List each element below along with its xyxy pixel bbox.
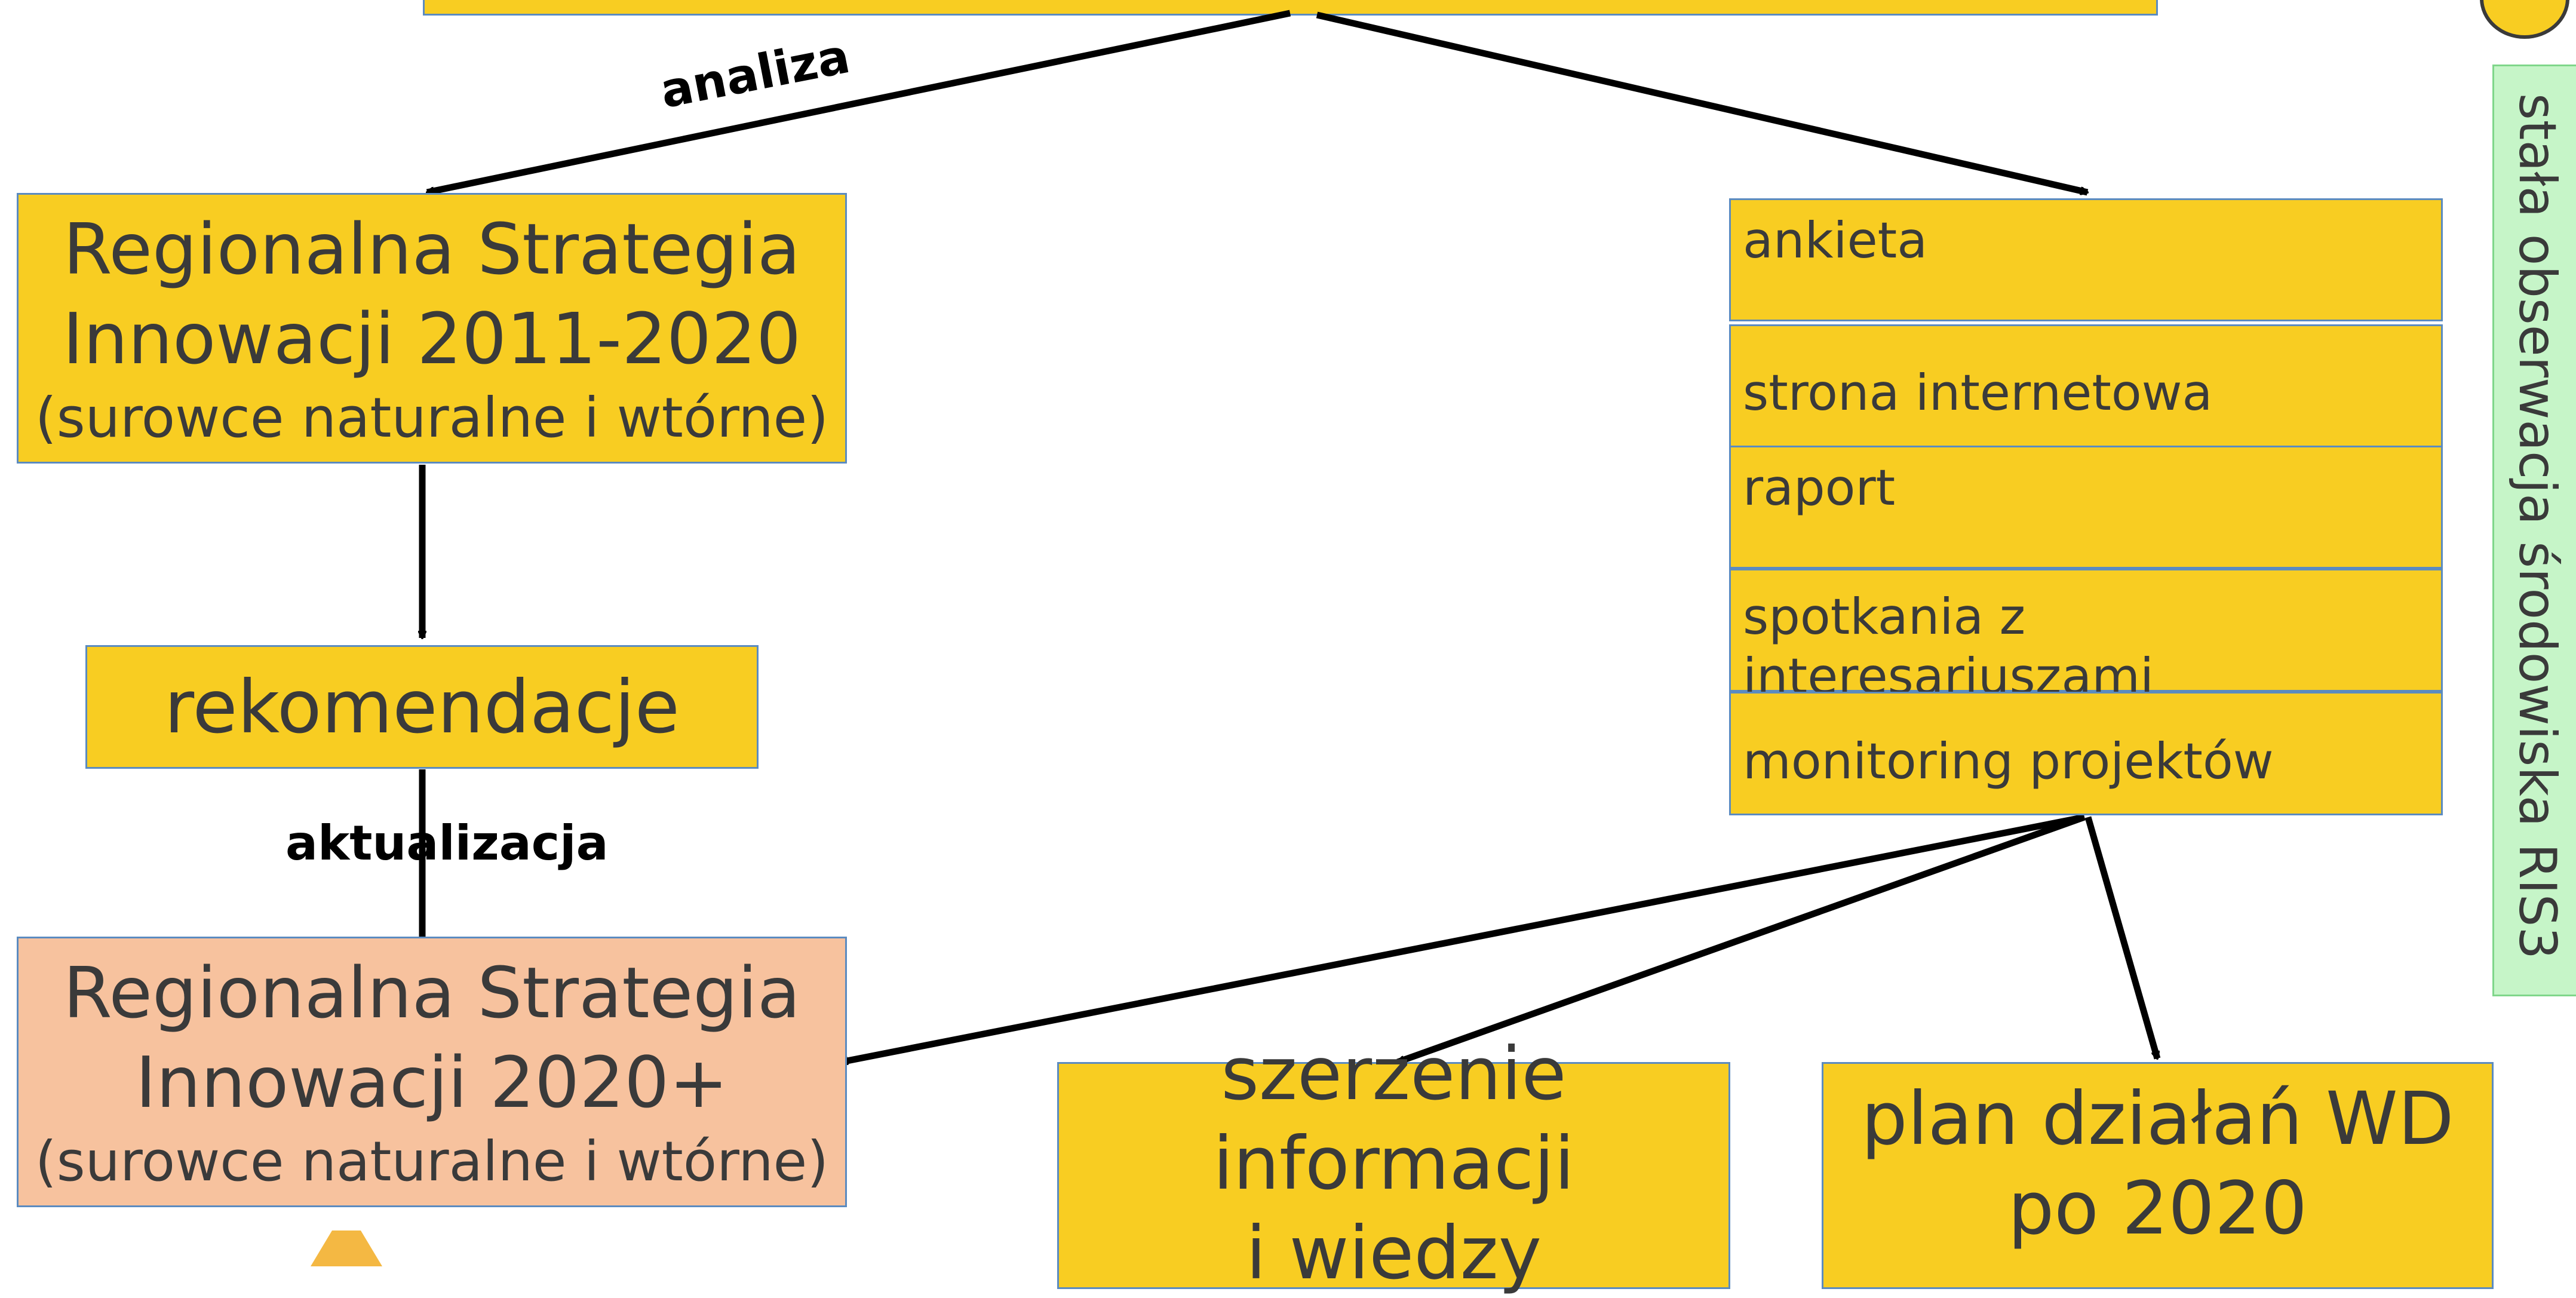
- tool-website-label: strona internetowa: [1743, 364, 2213, 422]
- tool-monitoring: monitoring projektów: [1729, 692, 2443, 815]
- ris-current-line1: Regionalna Strategia: [63, 208, 801, 290]
- tool-report: raport: [1729, 446, 2443, 569]
- ris-future-line3: (surowce naturalne i wtórne): [35, 1130, 829, 1193]
- side-observation-label: stała obserwacja środowiska RIS3: [2507, 93, 2567, 960]
- arrow-tools-to-dissemination: [1398, 814, 2086, 1066]
- dissemination-line2: i wiedzy: [1245, 1211, 1542, 1296]
- ris-current-box: Regionalna Strategia Innowacji 2011-2020…: [17, 193, 847, 464]
- tool-monitoring-label: monitoring projektów: [1743, 732, 2274, 790]
- recommendations-box: rekomendacje: [85, 645, 759, 769]
- update-label: aktualizacja: [285, 815, 609, 871]
- ris-current-line2: Innowacji 2011-2020: [62, 297, 802, 380]
- ris-current-line3: (surowce naturalne i wtórne): [35, 386, 829, 450]
- tool-survey: ankieta: [1729, 198, 2443, 321]
- dissemination-line1: szerzenie informacji: [1212, 1032, 1575, 1206]
- recommendations-label: rekomendacje: [164, 664, 680, 750]
- arrows-layer: [0, 10, 2161, 1263]
- ris-future-line2: Innowacji 2020+: [135, 1041, 729, 1124]
- tool-meetings: spotkania z interesariuszami: [1729, 569, 2443, 705]
- tool-website: strona internetowa: [1729, 324, 2443, 447]
- arrow-tools-to-ris-future: [841, 814, 2086, 1062]
- arrow-to-ris-current: [427, 10, 1291, 192]
- action-plan-box: plan działań WD po 2020: [1822, 1062, 2494, 1289]
- arrow-tools-to-action-plan: [2084, 816, 2161, 1058]
- ris-future-box: Regionalna Strategia Innowacji 2020+ (su…: [17, 937, 847, 1207]
- dissemination-box: szerzenie informacji i wiedzy: [1057, 1032, 1730, 1296]
- action-plan-line1: plan działań WD: [1861, 1076, 2454, 1161]
- action-plan-line2: po 2020: [2007, 1166, 2308, 1251]
- ris-future-line1: Regionalna Strategia: [63, 952, 801, 1034]
- side-observation-box: stała obserwacja środowiska RIS3: [2492, 65, 2576, 996]
- arrow-to-tools: [1316, 11, 2087, 196]
